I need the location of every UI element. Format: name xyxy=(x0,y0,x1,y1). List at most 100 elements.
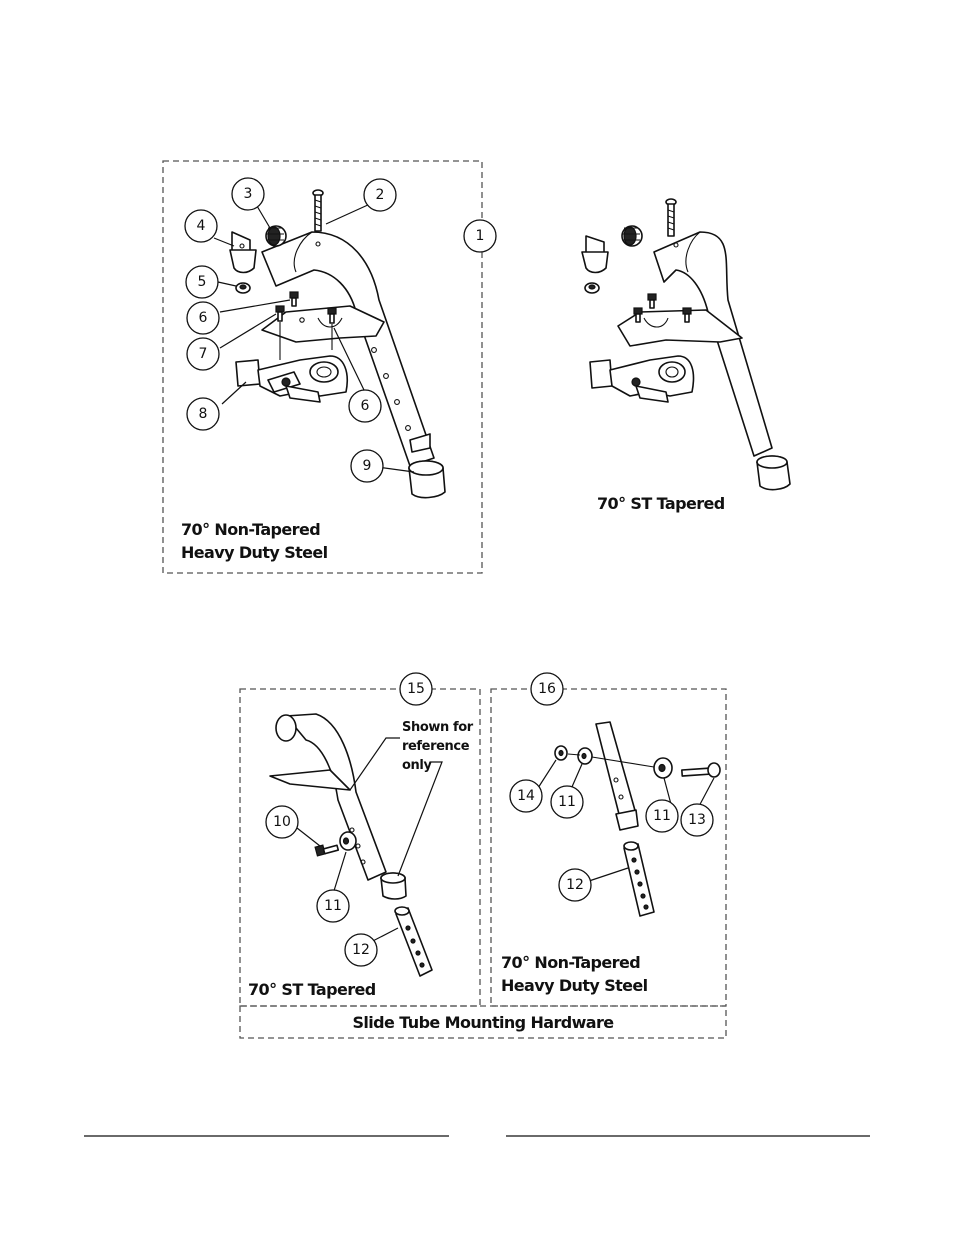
tube-ring xyxy=(615,809,639,831)
callout-9: 9 xyxy=(363,458,372,474)
front-frame-tube xyxy=(261,231,435,467)
callout-leaders xyxy=(213,203,415,473)
callout-leaders xyxy=(296,737,443,945)
callout-11b: 11 xyxy=(653,808,671,824)
screws xyxy=(633,293,692,323)
tube-hole xyxy=(613,777,619,783)
callout-leaders xyxy=(537,759,715,883)
callout-2: 2 xyxy=(376,187,385,203)
plate-hole xyxy=(299,317,305,323)
callout-bubble-13 xyxy=(680,803,714,837)
heavy-duty-tube xyxy=(595,721,637,819)
reference-note-line-1: Shown for xyxy=(402,720,474,735)
tube-hole xyxy=(405,425,411,431)
callout-bubble-11 xyxy=(550,785,584,819)
callout-bubble-12 xyxy=(558,868,592,902)
reference-note-line-2: reference xyxy=(402,739,470,754)
hardware-label-box: Slide Tube Mounting Hardware xyxy=(239,1005,727,1039)
callout-12: 12 xyxy=(566,877,584,893)
bracket xyxy=(581,235,609,274)
slide-tube-part-12 xyxy=(394,906,433,977)
tube-hole xyxy=(618,794,624,800)
callout-bubble-10 xyxy=(265,805,299,839)
callout-1: 1 xyxy=(476,228,485,244)
caption-line-2: Heavy Duty Steel xyxy=(501,976,648,995)
bolt xyxy=(665,198,679,248)
callout-7: 7 xyxy=(199,346,208,362)
callout-bubble-15 xyxy=(399,672,433,706)
callout-8: 8 xyxy=(199,406,208,422)
plate-cutout xyxy=(317,317,343,328)
callout-10: 10 xyxy=(273,814,291,830)
nut-part-5 xyxy=(235,282,251,294)
callout-bubble-6 xyxy=(186,301,220,335)
tube-opening xyxy=(275,714,297,742)
callout-11: 11 xyxy=(324,898,342,914)
spacer-part-11 xyxy=(339,831,357,851)
callout-12: 12 xyxy=(352,942,370,958)
reference-tube xyxy=(285,713,387,881)
callout-4: 4 xyxy=(197,218,206,234)
callout-bubble-4 xyxy=(184,209,218,243)
plate-cutout xyxy=(643,317,669,328)
callout-bubble-6b xyxy=(348,389,382,423)
nut-part-14 xyxy=(554,745,568,761)
panel-border xyxy=(490,688,727,1007)
caption-line-2: Heavy Duty Steel xyxy=(181,543,328,562)
assembly-line xyxy=(567,753,655,768)
callout-3: 3 xyxy=(244,186,253,202)
callout-bubble-8 xyxy=(186,397,220,431)
bracket-part-4 xyxy=(229,231,257,274)
hardware-label-border xyxy=(239,1005,727,1039)
callout-6b: 6 xyxy=(361,398,370,414)
callout-bubble-9 xyxy=(350,449,384,483)
screw-part-7 xyxy=(275,305,285,322)
panel-border xyxy=(162,160,483,574)
callout-16: 16 xyxy=(538,681,556,697)
panel-70-non-tapered-bottom: 16 xyxy=(490,672,727,1007)
callout-14: 14 xyxy=(517,788,535,804)
caption-line-1: 70° Non-Tapered xyxy=(501,953,640,972)
callout-5: 5 xyxy=(198,274,207,290)
reference-note-line-3: only xyxy=(402,758,432,773)
callout-bubble-11 xyxy=(316,889,350,923)
caption-st-tapered-bottom: 70° ST Tapered xyxy=(248,980,376,999)
tube-hole xyxy=(360,859,366,865)
screw-part-6 xyxy=(289,291,299,307)
callout-bubble-11b xyxy=(645,799,679,833)
tapered-frame-tube xyxy=(653,231,773,457)
tube-hole xyxy=(394,399,400,405)
spacer-part-11b xyxy=(653,757,673,779)
callout-11: 11 xyxy=(558,794,576,810)
callout-6: 6 xyxy=(199,310,208,326)
callout-13: 13 xyxy=(688,812,706,828)
tube-end-edge xyxy=(293,231,313,273)
nut xyxy=(584,282,600,294)
caption-st-tapered-top: 70° ST Tapered xyxy=(597,494,725,513)
panel-70-st-tapered-top: 70° ST Tapered xyxy=(581,198,791,513)
tube-hole xyxy=(383,373,389,379)
assembly-lines xyxy=(279,322,333,360)
tube-hole xyxy=(355,843,361,849)
screw-part-6b xyxy=(327,307,337,324)
callout-bubble-5 xyxy=(185,265,219,299)
mounting-plate xyxy=(617,309,743,347)
panel-border xyxy=(239,688,481,1007)
caption-line-1: 70° Non-Tapered xyxy=(181,520,320,539)
tube-hole xyxy=(349,827,355,833)
panel-70-st-tapered-bottom: 15 10 11 xyxy=(239,672,481,1007)
bolt-part-13 xyxy=(681,762,721,778)
callout-bubble-3 xyxy=(231,177,265,211)
callout-bubble-16 xyxy=(530,672,564,706)
spacer-part-11 xyxy=(577,747,593,765)
cap xyxy=(621,225,643,247)
callout-bubble-2 xyxy=(363,178,397,212)
panel-70-non-tapered-top: 1 2 3 4 5 6 7 8 6 9 70° Non-Tapered Heav… xyxy=(162,160,497,574)
slide-tube-part-12 xyxy=(623,841,655,917)
latch-part-8 xyxy=(235,355,348,403)
hardware-label: Slide Tube Mounting Hardware xyxy=(352,1013,614,1032)
callout-bubble-12 xyxy=(344,933,378,967)
tube-end-edge xyxy=(685,231,701,273)
callout-bubble-1 xyxy=(463,219,497,253)
